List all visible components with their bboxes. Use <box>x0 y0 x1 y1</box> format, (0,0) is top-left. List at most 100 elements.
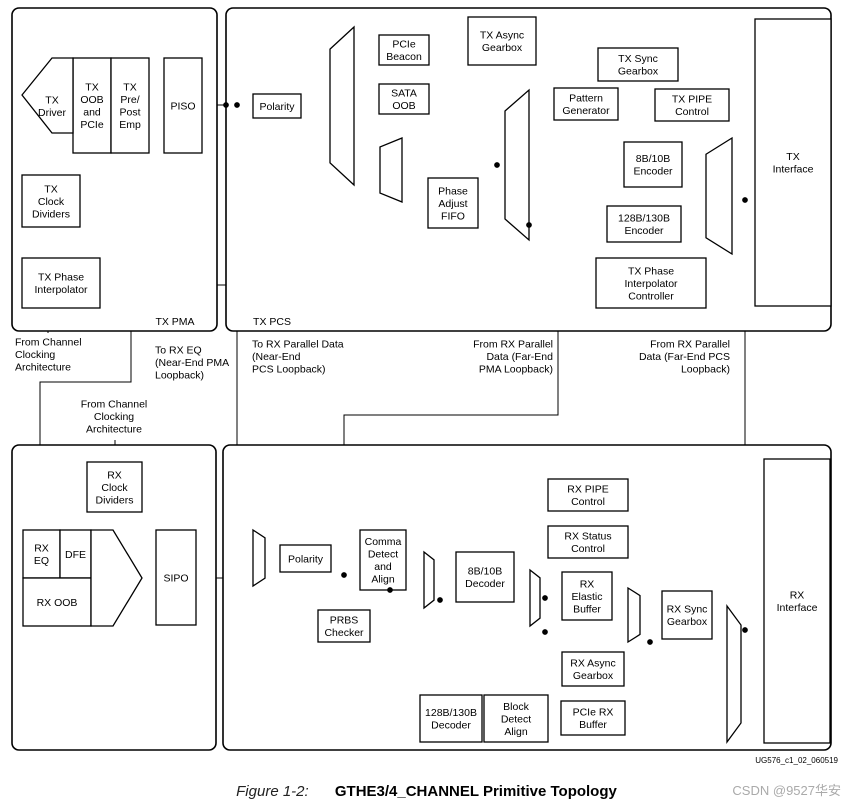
annotation-label: PCS Loopback) <box>252 363 326 375</box>
rx-interface-label: Interface <box>777 602 818 614</box>
tx-pipe-control-label: TX PIPE <box>672 94 712 106</box>
junction-dot <box>387 587 393 593</box>
piso-block <box>163 57 203 154</box>
tx-pre-post-emp-label: TX <box>123 82 136 94</box>
rx-elastic-buffer-label: Elastic <box>572 591 603 603</box>
rx-sync-gearbox-block <box>661 590 713 640</box>
figure-caption: Figure 1-2: GTHE3/4_CHANNEL Primitive To… <box>0 783 853 800</box>
rx-status-control-label: RX Status <box>564 531 611 543</box>
phase-adjust-fifo-label: FIFO <box>441 210 465 222</box>
rx-mux-buf <box>627 586 641 644</box>
sata-oob-label: SATA <box>391 88 417 100</box>
sata-oob-label: OOB <box>392 100 415 112</box>
block-detect-align-label: Align <box>504 726 528 738</box>
phase-adjust-fifo-block <box>427 177 479 229</box>
rx-sync-gearbox-label: RX Sync <box>667 604 708 616</box>
tx-pi-controller-label: Controller <box>628 290 674 302</box>
rx-elastic-buffer-block <box>561 571 613 621</box>
rx-async-gearbox-label: Gearbox <box>573 670 614 682</box>
dec-128b130b-block <box>419 694 483 743</box>
tx-driver-label: TX <box>45 95 58 107</box>
tx-sync-gearbox-label: Gearbox <box>618 66 659 78</box>
comma-detect-label: Detect <box>368 549 398 561</box>
annotation-label: (Near-End <box>252 351 301 363</box>
rx-interface-label: RX <box>790 590 805 602</box>
tx-pre-post-emp-label: Post <box>119 107 140 119</box>
annotation-label: Architecture <box>15 361 71 373</box>
tx-mux-out <box>329 25 355 187</box>
figure-code: UG576_c1_02_060519 <box>755 756 838 765</box>
tx-pi-controller-label: Interpolator <box>624 278 678 290</box>
comma-detect-block <box>359 529 407 591</box>
enc-128b130b-label: Encoder <box>624 225 664 237</box>
tx-clock-dividers-label: Dividers <box>32 208 70 220</box>
annotation-label: From Channel <box>15 336 82 348</box>
tx-clock-dividers-label: Clock <box>38 196 65 208</box>
figure-label: Figure 1-2: <box>236 783 309 800</box>
rx-ctle-block <box>90 529 143 627</box>
pcie-beacon-block <box>378 34 430 66</box>
tx-phase-interpolator-block <box>21 257 101 309</box>
dec-8b10b-block <box>455 551 515 603</box>
tx-async-gearbox-block <box>467 16 537 66</box>
tx-interface-label: Interface <box>773 164 814 176</box>
dec-128b130b-label: Decoder <box>431 720 471 732</box>
block-detect-align-label: Block <box>503 701 529 713</box>
rx-mux-dec <box>529 568 541 628</box>
rx-sync-gearbox-label: Gearbox <box>667 616 708 628</box>
junction-dot <box>526 222 532 228</box>
rx-polarity-label: Polarity <box>288 553 324 565</box>
junction-dot <box>234 102 240 108</box>
tx-clock-dividers-label: TX <box>44 183 57 195</box>
tx-polarity-block <box>252 93 302 119</box>
rx-clock-dividers-block <box>86 461 143 513</box>
tx-pi-controller-block <box>595 257 707 309</box>
pcie-rx-buffer-label: PCIe RX <box>573 707 614 719</box>
pattern-generator-block <box>553 87 619 121</box>
annotation-label: PMA Loopback) <box>479 363 553 375</box>
region-label: TX PCS <box>253 316 291 328</box>
rx-mux-comma <box>423 550 435 610</box>
rx-interface-block <box>763 458 831 744</box>
annotation-label: Clocking <box>15 349 55 361</box>
tx-async-gearbox-label: TX Async <box>480 30 524 42</box>
rx-pipe-control-block <box>547 478 629 512</box>
tx-oob-pcie-label: TX <box>85 82 98 94</box>
comma-detect-label: and <box>374 561 392 573</box>
annotation-label: From Channel <box>81 398 148 410</box>
region-label: TX PMA <box>155 316 194 328</box>
tx-clock-dividers-block <box>21 174 81 228</box>
junction-dot <box>647 639 653 645</box>
dfe-label: DFE <box>65 549 86 561</box>
enc-128b130b-label: 128B/130B <box>618 213 670 225</box>
pcie-beacon-label: Beacon <box>386 51 422 63</box>
annotation-label: Data (Far-End PCS <box>639 351 730 363</box>
enc-8b10b-block <box>623 141 683 188</box>
pcie-rx-buffer-block <box>560 700 626 736</box>
pattern-generator-label: Generator <box>562 105 610 117</box>
annotation-label: To RX EQ <box>155 344 202 356</box>
tx-pipe-control-label: Control <box>675 106 709 118</box>
enc-128b130b-block <box>606 205 682 243</box>
rx-async-gearbox-block <box>561 651 625 687</box>
rx-eq-label: RX <box>34 543 49 555</box>
tx-pre-post-emp-label: Emp <box>119 119 141 131</box>
comma-detect-label: Align <box>371 574 395 586</box>
tx-mux-fifo <box>379 137 403 203</box>
annotation-label: Clocking <box>94 411 134 423</box>
junction-dot <box>742 197 748 203</box>
tx-sync-gearbox-label: TX Sync <box>618 53 658 65</box>
rx-status-control-block <box>547 525 629 559</box>
prbs-checker-label: PRBS <box>330 615 359 627</box>
block-detect-align-label: Detect <box>501 713 531 725</box>
annotation-label: Loopback) <box>155 369 204 381</box>
annotation-label: From RX Parallel <box>473 338 553 350</box>
junction-dot <box>494 162 500 168</box>
tx-pipe-control-block <box>654 88 730 122</box>
rx-status-control-label: Control <box>571 543 605 555</box>
rx-oob-label: RX OOB <box>37 597 78 609</box>
sipo-block <box>155 529 197 626</box>
tx-mux-pipe <box>705 136 733 256</box>
junction-dot <box>542 629 548 635</box>
tx-interface-label: TX <box>786 151 799 163</box>
